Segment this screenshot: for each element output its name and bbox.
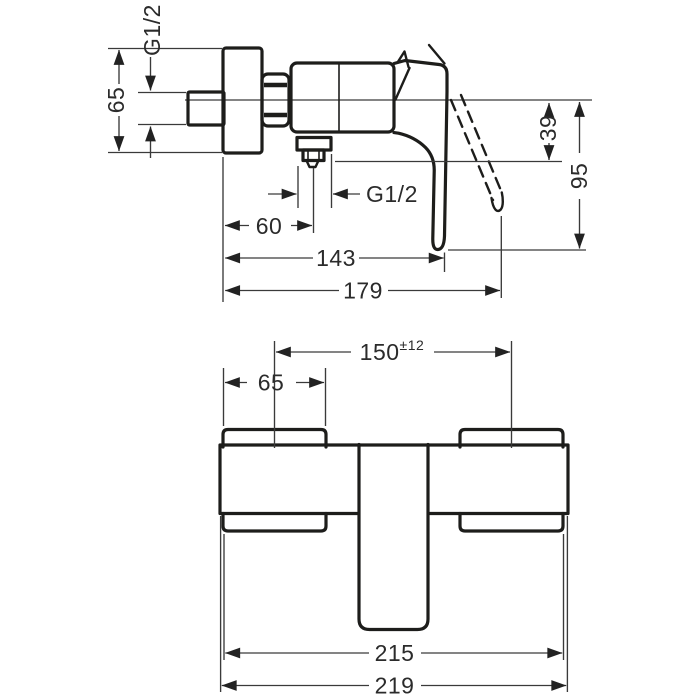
front-view: 150±12 65 215 219 bbox=[218, 337, 570, 699]
dim-95-label: 95 bbox=[566, 163, 592, 190]
dim-inlet-thread-label: G1/2 bbox=[139, 4, 165, 56]
span-219-extension-lines bbox=[219, 516, 569, 692]
lever-handle-closed bbox=[392, 58, 449, 252]
dim-outlet-thread-label: G1/2 bbox=[366, 181, 418, 207]
union-nut bbox=[260, 72, 291, 128]
escutcheon-extension-lines bbox=[108, 47, 222, 154]
dim-215-label: 215 bbox=[375, 640, 415, 666]
dim-150-value: 150 bbox=[360, 339, 400, 365]
shower-outlet-nipple bbox=[305, 159, 320, 169]
dim-179-label: 179 bbox=[343, 278, 383, 304]
dim-219-label: 219 bbox=[375, 673, 415, 699]
inlet-nipple bbox=[186, 90, 226, 127]
outlet-thread-extension-lines bbox=[297, 154, 333, 208]
front-view-dimensions bbox=[219, 341, 569, 692]
shower-outlet-collar bbox=[295, 135, 333, 152]
shower-outlet-nut bbox=[301, 148, 326, 163]
span-215-extension-lines bbox=[223, 534, 565, 660]
escutcheon-width-extension-lines bbox=[222, 368, 327, 426]
valve-body bbox=[289, 61, 396, 134]
right-escutcheon-bottom bbox=[458, 511, 565, 533]
dim-143-label: 143 bbox=[316, 245, 356, 271]
lever-handle-open-tip bbox=[490, 191, 504, 213]
handle-cap-edge bbox=[394, 66, 411, 101]
dim-60-label: 60 bbox=[256, 213, 283, 239]
mixer-body-front bbox=[218, 443, 570, 516]
lever-handle-front bbox=[357, 442, 430, 632]
dim-39-label: 39 bbox=[535, 115, 561, 142]
dim-escutcheon-height-label: 65 bbox=[103, 87, 129, 114]
dim-150-tolerance: ±12 bbox=[400, 337, 425, 353]
dim-150-label: 150±12 bbox=[360, 337, 425, 365]
handle-open-cap-marks bbox=[396, 43, 446, 69]
shower-outlet-nut-lines bbox=[307, 151, 320, 160]
lever-handle-open-dashed bbox=[449, 93, 504, 202]
side-view-dimensions bbox=[108, 47, 586, 302]
dim-escutcheon-width-label: 65 bbox=[258, 370, 285, 396]
side-view: G1/2 65 39 95 G1/2 60 143 179 bbox=[103, 4, 592, 304]
union-nut-facets bbox=[264, 82, 287, 118]
inlet-extension-lines bbox=[138, 91, 186, 126]
left-escutcheon-bottom bbox=[221, 511, 328, 533]
